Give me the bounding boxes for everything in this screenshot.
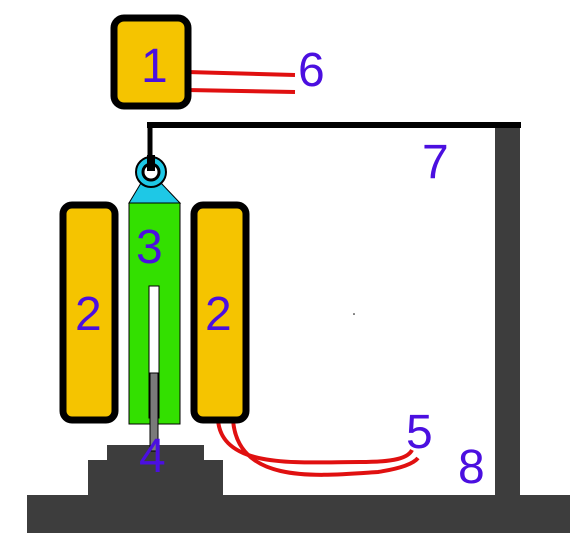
label-1: 1 (141, 40, 168, 93)
block-1 (110, 14, 192, 110)
pedestal-lower (88, 460, 223, 496)
stray-dot (353, 313, 355, 315)
support-post (495, 125, 520, 496)
label-2-left: 2 (75, 288, 102, 341)
label-6: 6 (298, 44, 325, 97)
pedestal-upper (107, 445, 204, 461)
label-4: 4 (139, 430, 166, 483)
label-8: 8 (458, 441, 485, 494)
coil-left (59, 201, 119, 424)
label-7: 7 (422, 136, 449, 189)
label-2-right: 2 (205, 288, 232, 341)
coil-right (190, 201, 250, 424)
wire-pair-bottom (216, 419, 420, 477)
wire-pair-top (186, 70, 296, 94)
rod-4 (149, 372, 159, 452)
label-5: 5 (406, 406, 433, 459)
pulley-icon (135, 155, 167, 188)
label-3: 3 (136, 221, 163, 274)
base-platform (27, 495, 570, 533)
